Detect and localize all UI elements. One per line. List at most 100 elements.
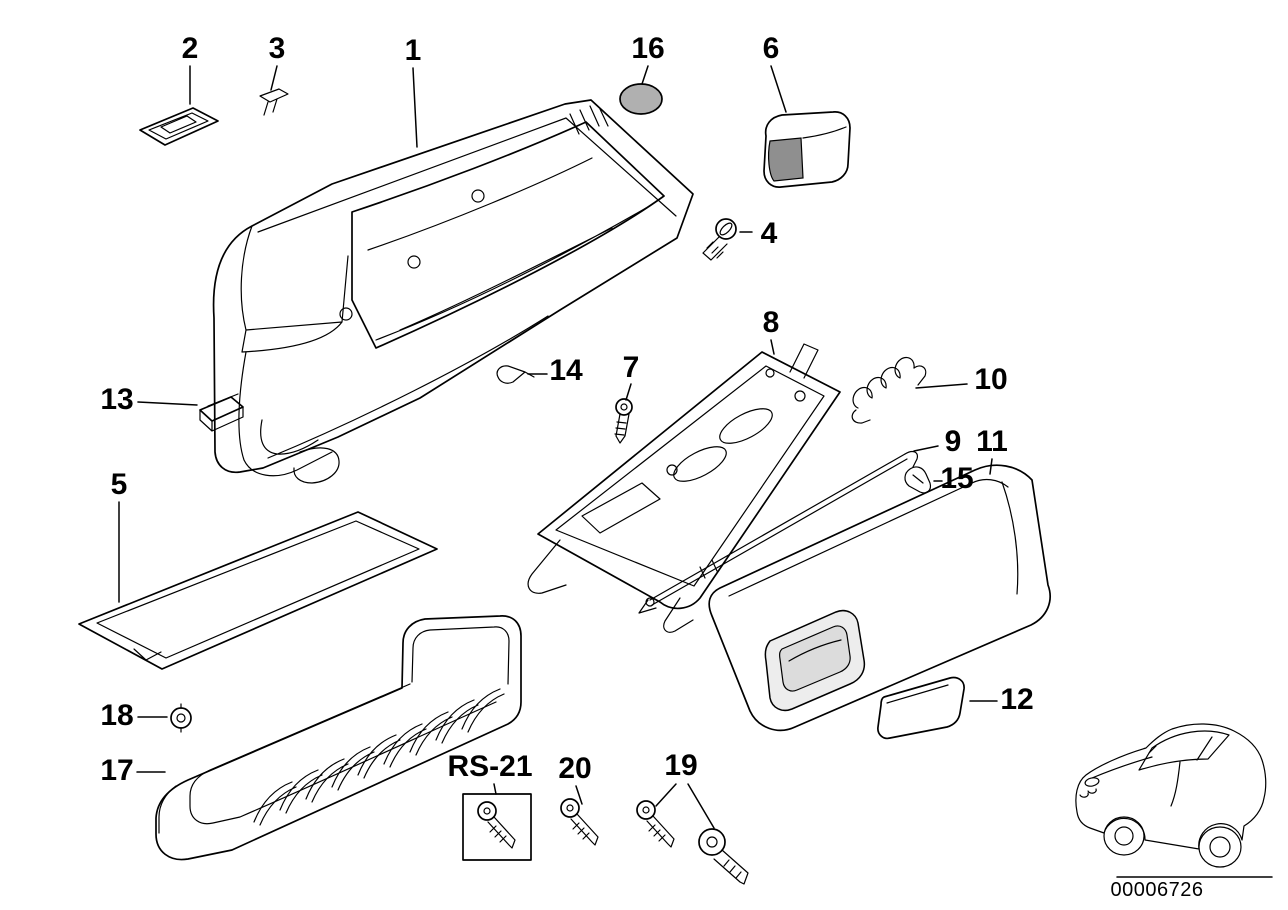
part-18-grommet-drawing [170, 703, 192, 733]
part-18-inner [176, 713, 186, 723]
part-9-rod [649, 453, 908, 606]
part-19-screw-threads [648, 824, 666, 842]
part-7-screw-head [615, 398, 633, 416]
part-4-screw-shank [702, 236, 728, 261]
rs21-screw-slot [483, 807, 491, 815]
leader-line-19a [655, 783, 677, 807]
part-10-spring-drawing [851, 356, 927, 424]
callout-label-1[interactable]: 1 [405, 34, 422, 67]
part-8-slot-cutout-2 [719, 408, 773, 444]
car-thumbnail [1075, 723, 1267, 868]
car-headlight [1084, 777, 1100, 787]
callout-label-2[interactable]: 2 [182, 32, 199, 65]
part-20-screw-drawing [560, 798, 599, 846]
callout-label-15[interactable]: 15 [940, 462, 973, 495]
callout-label-5[interactable]: 5 [111, 468, 128, 501]
callout-label-18[interactable]: 18 [100, 699, 133, 732]
key-teeth [723, 859, 742, 879]
part-19-screw-slot [642, 806, 650, 814]
part-8-slot-cutout-1 [673, 446, 727, 482]
callout-label-7[interactable]: 7 [623, 351, 640, 384]
part-6-step [802, 126, 847, 139]
callout-label-19[interactable]: 19 [664, 749, 697, 782]
part-11-outline [708, 464, 1051, 732]
part-4-screw-drawing [702, 218, 737, 261]
part-9-rod-drawing [638, 450, 918, 614]
part-6-socket [768, 137, 804, 182]
callout-label-12[interactable]: 12 [1000, 683, 1033, 716]
part-6-outline [763, 111, 851, 188]
part-7-screw-slot [620, 403, 628, 411]
leader-line-11 [989, 458, 993, 475]
part-rs21-screw-drawing [462, 793, 532, 861]
part-17-tray-drawing [155, 615, 522, 861]
part-20-screw-head [560, 798, 580, 818]
rs21-screw-shank [487, 816, 516, 849]
part-1-outline [212, 99, 694, 474]
part-5-tab [133, 648, 162, 661]
callout-label-16[interactable]: 16 [631, 32, 664, 65]
key-head-ring [698, 828, 726, 856]
part-9-rod-ends [638, 450, 918, 614]
callout-label-20[interactable]: 20 [558, 752, 591, 785]
car-rear-wheel [1198, 826, 1242, 868]
part-1-bottom-arm [238, 351, 333, 477]
part-8-inner [555, 365, 825, 587]
rs21-box [462, 793, 532, 861]
part-16-cap-drawing [619, 83, 663, 115]
leader-line-rs21 [493, 783, 497, 795]
leader-line-20 [575, 785, 583, 805]
car-body-outline [1075, 723, 1267, 850]
callout-label-17[interactable]: 17 [100, 754, 133, 787]
part-19-screw-head [636, 800, 656, 820]
part-11-door-drawing [708, 464, 1051, 732]
callout-label-rs21[interactable]: RS-21 [447, 750, 532, 783]
part-4-screw-head [715, 218, 737, 240]
part-13-detail [199, 393, 244, 432]
part-1-hook-detail [293, 447, 340, 484]
rs21-screw-head [477, 801, 497, 821]
callout-label-10[interactable]: 10 [974, 363, 1007, 396]
leader-line-13 [137, 401, 198, 406]
part-17-right-wall-inner [411, 626, 510, 685]
callout-label-8[interactable]: 8 [763, 306, 780, 339]
part-2-inner [148, 112, 209, 140]
part-17-rim-inner [189, 683, 497, 825]
leader-line-10 [915, 383, 968, 389]
drawing-number: 00006726 [1111, 879, 1204, 901]
callout-label-14[interactable]: 14 [549, 354, 583, 387]
part-2-outline [139, 107, 219, 146]
part-8-holes [666, 368, 806, 476]
car-door-line [1148, 745, 1181, 807]
part-7-screw-threads [614, 421, 627, 436]
part-17-ribs [253, 688, 505, 826]
part-13-connector-drawing [199, 393, 244, 432]
leader-line-6 [770, 65, 787, 113]
leader-line-8 [770, 339, 775, 355]
part-9-rod-eye [645, 597, 655, 607]
part-1-cavity-rim [351, 121, 665, 349]
part-6-latch-drawing [763, 111, 851, 188]
part-1-cavity-contours [267, 157, 647, 459]
part-8-outline [537, 351, 841, 610]
callout-label-9[interactable]: 9 [945, 425, 962, 458]
callout-label-6[interactable]: 6 [763, 32, 780, 65]
part-12-inner [886, 684, 949, 704]
car-rear-hub [1209, 836, 1231, 858]
part-19-screw-key-drawing [636, 800, 749, 885]
part-15-clip-drawing [904, 466, 932, 494]
part-20-screw-shank [570, 813, 599, 846]
part-19-screw-shank [646, 815, 675, 848]
callout-label-4[interactable]: 4 [761, 217, 778, 250]
callout-label-13[interactable]: 13 [100, 383, 133, 416]
part-18-outer [170, 707, 192, 729]
car-front-hub [1114, 826, 1134, 846]
part-15-outline [904, 466, 932, 494]
callout-label-11[interactable]: 11 [976, 425, 1008, 458]
key-blade [713, 849, 749, 885]
part-17-outline [155, 615, 522, 861]
callout-label-3[interactable]: 3 [269, 32, 286, 65]
spring-hooks [851, 365, 927, 424]
part-5-lid-drawing [78, 511, 438, 670]
